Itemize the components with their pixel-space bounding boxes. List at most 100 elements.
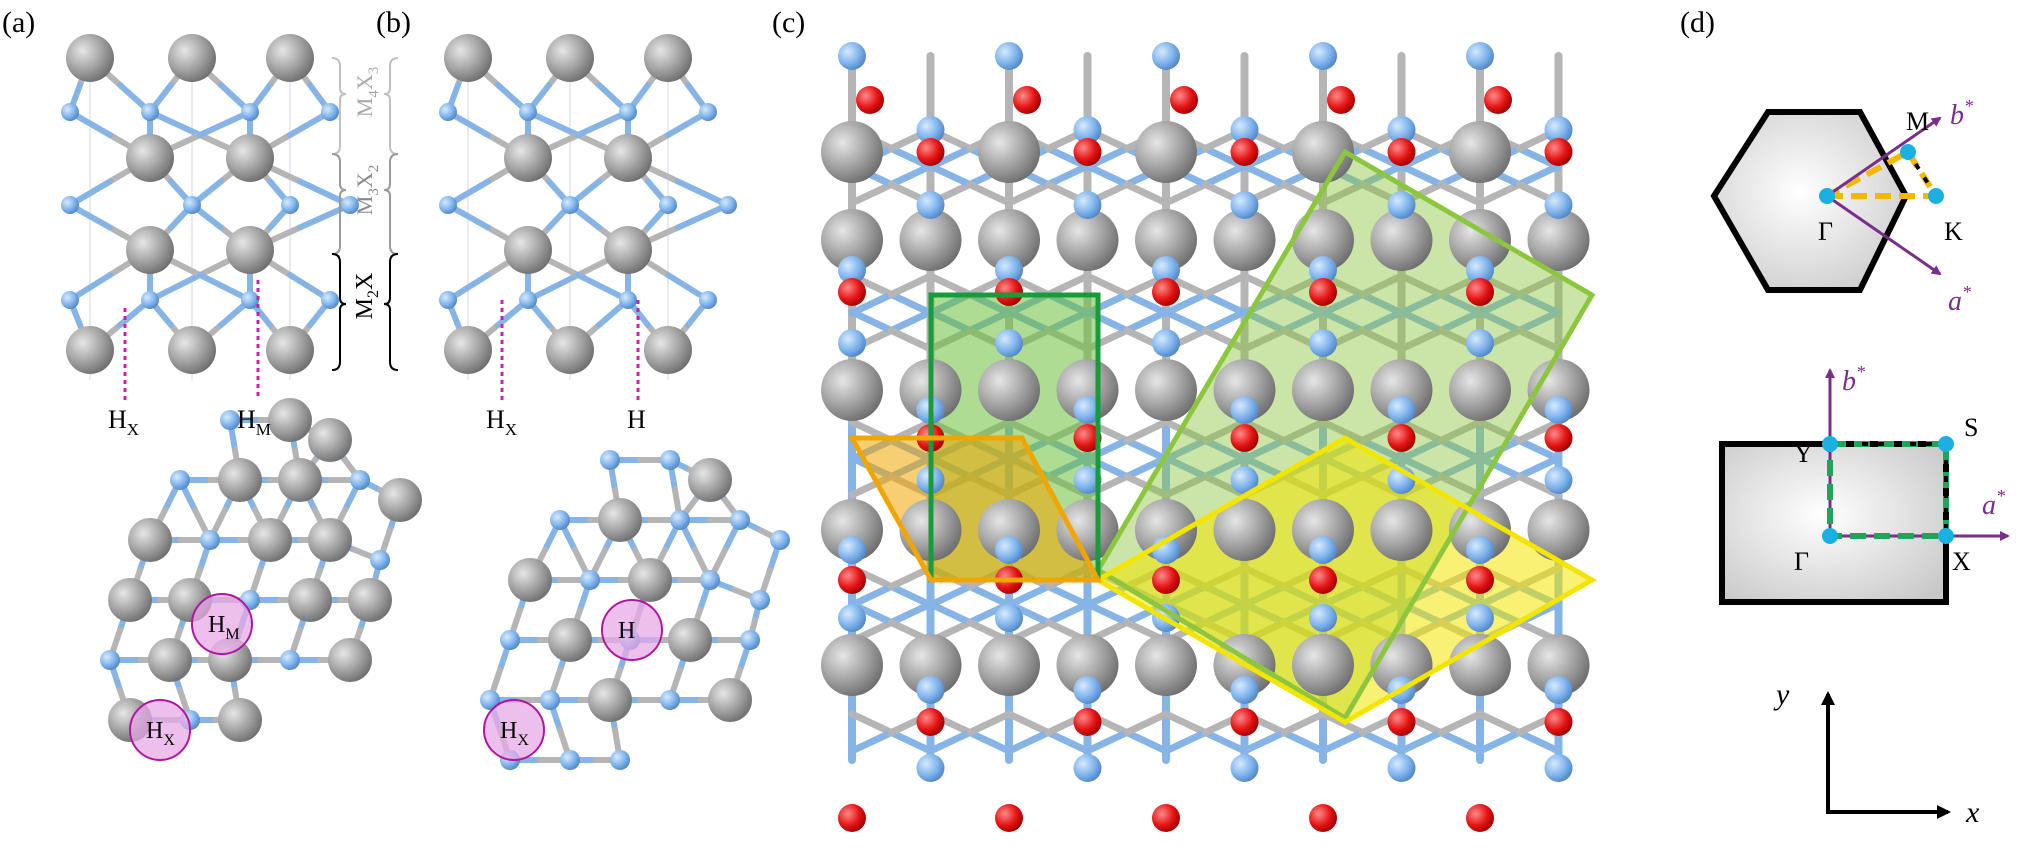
oxygen-atom — [1466, 278, 1494, 306]
metal-atom — [1135, 499, 1197, 561]
bond — [1398, 437, 1445, 463]
oxygen-atom — [838, 278, 866, 306]
bond — [1123, 308, 1170, 334]
bond — [887, 729, 934, 755]
oxygen-atom — [1309, 278, 1337, 306]
nonmetal-atom — [995, 42, 1023, 70]
bond — [927, 729, 974, 755]
nonmetal-atom — [660, 450, 680, 470]
metal-atom — [1527, 499, 1590, 561]
hexagonal-bz — [1710, 109, 1910, 293]
bond — [1476, 291, 1523, 317]
oxygen-atom — [1152, 566, 1180, 594]
nonmetal-atom — [730, 510, 750, 530]
label-b-star-hex: b* — [1950, 96, 1973, 131]
nonmetal-atom — [1544, 466, 1573, 494]
oxygen-atom — [1013, 86, 1041, 114]
bond — [1515, 729, 1562, 755]
oxygen-atom — [995, 278, 1023, 306]
bond — [887, 162, 934, 188]
label-x: X — [1952, 547, 1971, 576]
nonmetal-atom — [1544, 116, 1573, 144]
oxygen-atom — [1387, 424, 1416, 452]
bond — [927, 162, 974, 188]
svg-text:M4X3: M4X3 — [352, 67, 382, 117]
nonmetal-atom — [995, 329, 1023, 357]
bond — [1162, 308, 1209, 334]
bond — [1162, 418, 1209, 444]
oxygen-atom — [1309, 566, 1337, 594]
nonmetal-atom — [1152, 329, 1180, 357]
bond — [848, 583, 895, 609]
bond — [1437, 308, 1484, 334]
oxygen-atom — [1387, 708, 1416, 736]
nonmetal-atom — [200, 530, 220, 550]
bond — [1241, 327, 1288, 353]
oxygen-atom — [1073, 708, 1102, 736]
nonmetal-atom — [480, 690, 500, 710]
nonmetal-atom — [1309, 604, 1337, 632]
nonmetal-atom — [619, 291, 637, 309]
nonmetal-atom — [439, 196, 457, 214]
label-m: M — [1906, 107, 1929, 136]
metal-atom — [899, 634, 962, 696]
panel-a-side-view — [61, 34, 359, 400]
layer-label-m2x: M2X — [352, 273, 382, 320]
metal-atom — [248, 518, 292, 562]
metal-atom — [1292, 359, 1354, 421]
bond — [1162, 181, 1209, 207]
nonmetal-atom — [719, 196, 737, 214]
nonmetal-atom — [838, 42, 866, 70]
metal-atom — [1449, 359, 1511, 421]
x-point — [1938, 528, 1954, 544]
bond — [575, 272, 631, 303]
bond — [1476, 729, 1523, 755]
label-hm-a: HM — [237, 405, 271, 439]
metal-atom — [504, 226, 552, 274]
nonmetal-atom — [600, 450, 620, 470]
bond — [887, 327, 934, 353]
metal-atom — [66, 34, 114, 82]
panel-d-label: (d) — [1680, 6, 1715, 39]
gamma-point — [1819, 188, 1835, 204]
nonmetal-atom — [699, 103, 717, 121]
bond — [1319, 729, 1366, 755]
bond — [966, 181, 1013, 207]
metal-atom — [546, 34, 594, 82]
a-star-arrow — [1826, 194, 1942, 276]
metal-atom — [978, 209, 1040, 271]
nonmetal-atom — [699, 291, 717, 309]
metal-atom — [288, 578, 332, 622]
nonmetal-atom — [619, 103, 637, 121]
bond — [147, 272, 203, 303]
metal-atom — [504, 134, 552, 182]
bond — [1358, 729, 1405, 755]
bond — [1515, 162, 1562, 188]
h-site-circle — [191, 593, 253, 655]
nonmetal-atom — [61, 103, 79, 121]
metal-atom — [1370, 359, 1433, 421]
metal-atom — [604, 226, 652, 274]
oxygen-atom — [1309, 804, 1337, 832]
bond — [1515, 454, 1562, 480]
metal-atom — [821, 499, 883, 561]
nonmetal-atom — [1544, 754, 1573, 782]
bond — [1398, 162, 1445, 188]
bond — [1398, 729, 1445, 755]
bond — [1398, 308, 1445, 334]
bond — [1437, 473, 1484, 499]
metal-atom — [1056, 499, 1119, 561]
nonmetal-atom — [1230, 191, 1259, 219]
metal-atom — [1527, 634, 1590, 696]
oxygen-atom — [1230, 708, 1259, 736]
bond — [1515, 418, 1562, 444]
nonmetal-atom — [500, 630, 520, 650]
bond — [1437, 291, 1484, 317]
nonmetal-atom — [670, 510, 690, 530]
metal-atom — [168, 34, 216, 82]
bond — [848, 710, 895, 736]
metal-atom — [328, 638, 372, 682]
metal-atom — [226, 134, 274, 182]
cell-outline-orange — [847, 435, 1103, 583]
bond — [297, 202, 353, 231]
